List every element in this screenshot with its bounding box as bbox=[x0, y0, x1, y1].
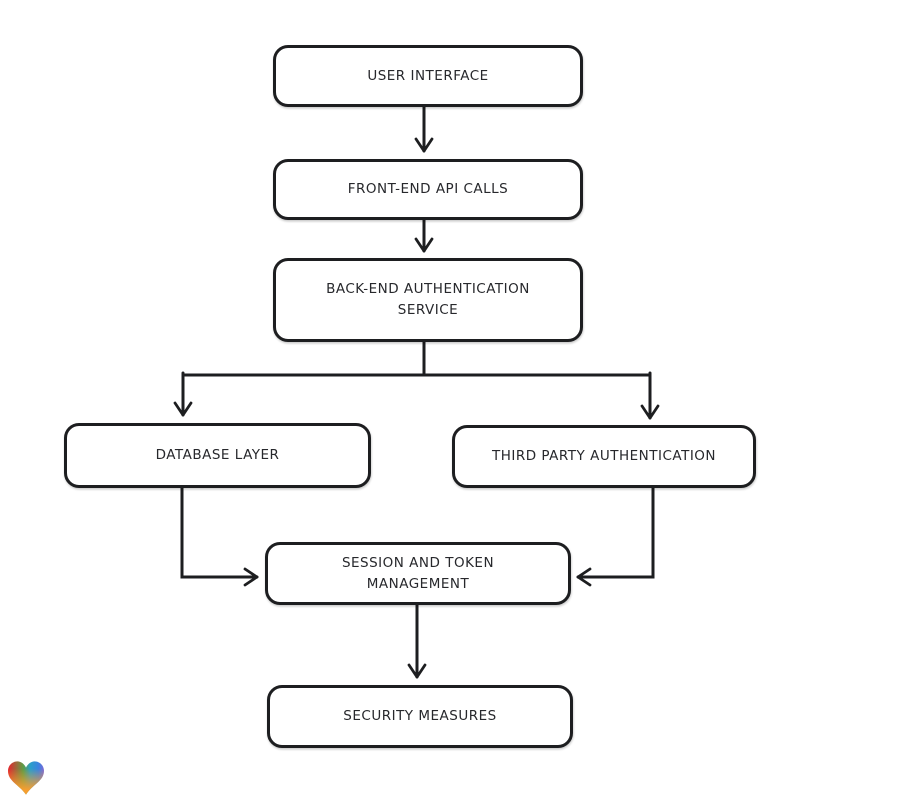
edge-database-to-session bbox=[180, 485, 259, 587]
node-label: SESSION AND TOKEN MANAGEMENT bbox=[341, 554, 495, 592]
node-user-interface[interactable]: USER INTERFACE bbox=[273, 45, 583, 107]
node-label: SECURITY MEASURES bbox=[343, 708, 497, 725]
node-security-measures[interactable]: SECURITY MEASURES bbox=[267, 685, 573, 748]
node-session-and-token-management[interactable]: SESSION AND TOKEN MANAGEMENT bbox=[265, 542, 571, 605]
node-label: FRONT-END API CALLS bbox=[347, 181, 509, 198]
edge-thirdparty-to-session bbox=[576, 485, 655, 587]
node-label: THIRD PARTY AUTHENTICATION bbox=[491, 448, 717, 465]
node-label: USER INTERFACE bbox=[367, 67, 489, 84]
node-label: DATABASE LAYER bbox=[155, 447, 280, 464]
node-back-end-authentication-service[interactable]: BACK-END AUTHENTICATION SERVICE bbox=[273, 258, 583, 342]
node-label: BACK-END AUTHENTICATION SERVICE bbox=[326, 281, 530, 318]
node-database-layer[interactable]: DATABASE LAYER bbox=[64, 423, 371, 488]
node-front-end-api-calls[interactable]: FRONT-END API CALLS bbox=[273, 159, 583, 220]
node-third-party-authentication[interactable]: THIRD PARTY AUTHENTICATION bbox=[452, 425, 756, 488]
heart-gradient-icon[interactable] bbox=[8, 761, 44, 795]
